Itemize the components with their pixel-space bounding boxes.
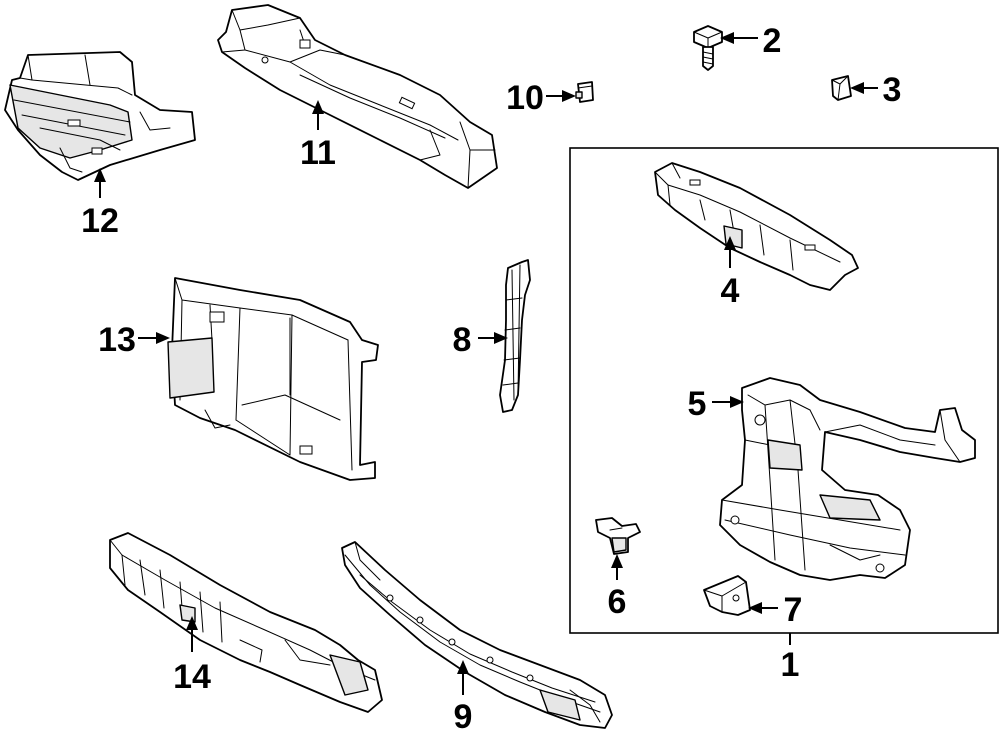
leader-7 xyxy=(748,602,778,614)
leader-6 xyxy=(611,554,623,580)
leader-9 xyxy=(457,660,469,695)
leader-13 xyxy=(138,332,170,344)
part-12-air-guide[interactable] xyxy=(4,51,196,181)
leader-11 xyxy=(312,100,324,130)
callout-5: 5 xyxy=(688,385,707,423)
callout-4: 4 xyxy=(721,272,740,310)
leader-2 xyxy=(720,32,758,44)
part-13-fan-shroud[interactable] xyxy=(167,277,379,481)
callout-6: 6 xyxy=(608,583,627,621)
callout-2: 2 xyxy=(763,22,782,60)
part-10-clip[interactable] xyxy=(575,81,594,103)
part-7-bracket[interactable] xyxy=(703,575,751,616)
callout-8: 8 xyxy=(453,321,472,359)
part-1-assembly-box xyxy=(569,147,999,634)
leader-5 xyxy=(712,396,744,408)
leader-8 xyxy=(478,332,508,344)
callout-3: 3 xyxy=(883,71,902,109)
part-3-clip[interactable] xyxy=(831,75,852,101)
callout-12: 12 xyxy=(81,202,119,240)
part-6-bracket[interactable] xyxy=(595,517,641,555)
callout-10: 10 xyxy=(506,79,544,117)
callout-13: 13 xyxy=(98,321,136,359)
part-9-lower-support[interactable] xyxy=(341,541,613,729)
part-8-side-seal[interactable] xyxy=(499,259,531,413)
part-14-lower-guide[interactable] xyxy=(109,532,383,713)
callout-14: 14 xyxy=(173,658,211,696)
leader-14 xyxy=(186,616,198,652)
leader-10 xyxy=(546,90,576,102)
part-11-upper-cover[interactable] xyxy=(217,4,498,189)
callout-1: 1 xyxy=(781,646,800,684)
part-4-upper-tie-bar[interactable] xyxy=(654,162,859,291)
leader-3 xyxy=(850,82,878,94)
callout-11: 11 xyxy=(300,134,336,172)
callout-7: 7 xyxy=(784,591,803,629)
leader-4 xyxy=(724,236,736,268)
leader-12 xyxy=(94,168,106,198)
part-2-bolt[interactable] xyxy=(693,25,723,71)
part-5-radiator-support[interactable] xyxy=(719,377,976,581)
callout-9: 9 xyxy=(454,698,473,733)
